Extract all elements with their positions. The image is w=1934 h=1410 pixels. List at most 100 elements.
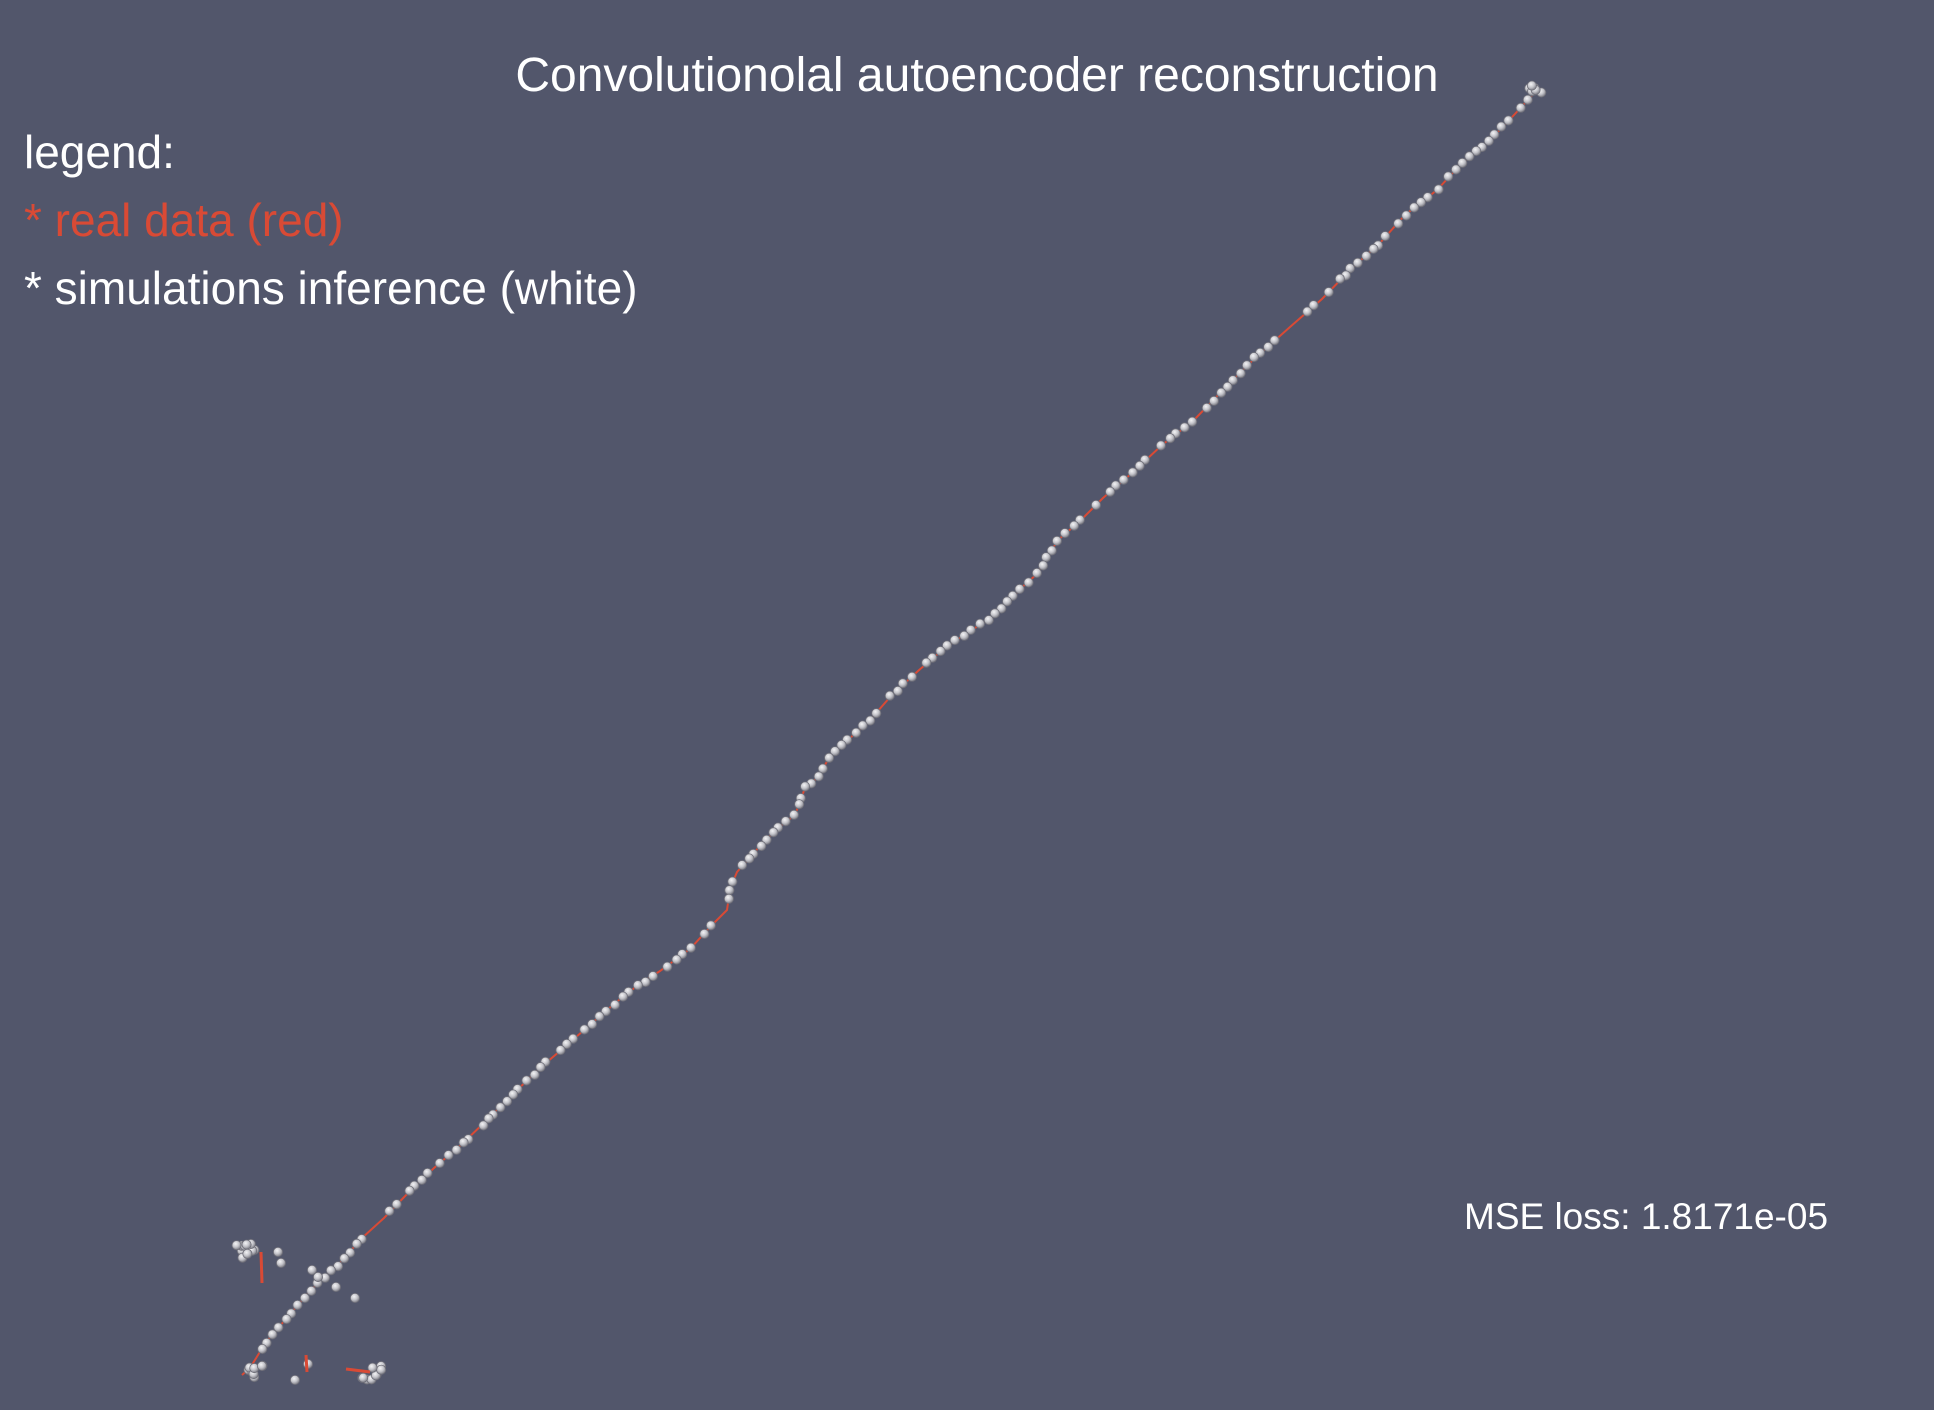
inference-point: [600, 1006, 611, 1017]
legend-real-data: * real data (red): [24, 194, 344, 246]
inference-point: [768, 827, 779, 838]
inference-point: [1464, 151, 1475, 162]
inference-point: [325, 1265, 336, 1276]
inference-point: [242, 1248, 253, 1259]
inference-point: [959, 630, 970, 641]
legend-simulations: * simulations inference (white): [24, 262, 638, 314]
inference-point: [273, 1322, 284, 1333]
inference-point: [921, 657, 932, 668]
inference-point: [662, 961, 673, 972]
inference-point: [587, 1019, 598, 1030]
inference-point: [256, 1361, 267, 1372]
real-data-marks: [259, 1251, 371, 1374]
inference-point: [824, 752, 835, 763]
inference-point: [1522, 94, 1533, 105]
inference-point: [756, 841, 767, 852]
inference-point: [1165, 433, 1176, 444]
inference-point: [483, 1113, 494, 1124]
inference-point: [1503, 115, 1514, 126]
real-data-segment: [259, 1251, 264, 1284]
inference-point: [685, 942, 696, 953]
inference-point: [671, 954, 682, 965]
inference-point: [1308, 300, 1319, 311]
inference-point: [942, 640, 953, 651]
inference-point: [1483, 135, 1494, 146]
inference-point: [391, 1199, 402, 1210]
inference-point: [618, 991, 629, 1002]
inference-point: [1352, 257, 1363, 268]
inference-point: [813, 771, 824, 782]
inference-point: [737, 860, 748, 871]
inference-point: [376, 1364, 387, 1375]
inference-point: [275, 1258, 286, 1269]
real-data-track: [241, 90, 1537, 1376]
inference-point: [794, 799, 805, 810]
inference-point: [949, 635, 960, 646]
inference-point: [1489, 129, 1500, 140]
inference-point: [272, 1247, 283, 1258]
inference-point: [351, 1238, 362, 1249]
inference-point: [892, 686, 903, 697]
inference-point: [1046, 545, 1057, 556]
inference-point: [1023, 577, 1034, 588]
inference-point: [1201, 402, 1212, 413]
inference-point: [267, 1329, 278, 1340]
inference-point: [1263, 341, 1274, 352]
inference-point: [1368, 243, 1379, 254]
inference-point: [257, 1344, 268, 1355]
inference-point: [422, 1168, 433, 1179]
inference-point: [1496, 121, 1507, 132]
inference-point: [1361, 250, 1372, 261]
inference-point: [594, 1011, 605, 1022]
inference-point: [648, 971, 659, 982]
inference-point: [1134, 460, 1145, 471]
inference-point: [312, 1272, 323, 1283]
inference-point: [1416, 197, 1427, 208]
inference-point: [1187, 416, 1198, 427]
inference-point: [1031, 568, 1042, 579]
inference-point: [1249, 352, 1260, 363]
inference-point: [306, 1265, 317, 1276]
inference-point: [1235, 368, 1246, 379]
inference-point: [836, 740, 847, 751]
inference-point: [1059, 528, 1070, 539]
inference-point: [1216, 387, 1227, 398]
legend: legend: * real data (red) * simulations …: [24, 118, 638, 322]
inference-point: [744, 853, 755, 864]
inference-point: [349, 1293, 360, 1304]
inference-point: [281, 1314, 292, 1325]
inference-point: [1401, 210, 1412, 221]
inference-point: [330, 1282, 341, 1293]
inference-point: [1526, 80, 1537, 91]
inference-point: [989, 608, 1000, 619]
inference-point: [857, 720, 868, 731]
inference-point: [529, 1069, 540, 1080]
inference-point: [1014, 584, 1025, 595]
inference-point: [508, 1089, 519, 1100]
inference-point: [699, 928, 710, 939]
inference-point: [521, 1075, 532, 1086]
inference-point: [983, 615, 994, 626]
inference-point: [1118, 474, 1129, 485]
inference-point: [789, 809, 800, 820]
inference-point: [1227, 375, 1238, 386]
inference-point: [1422, 192, 1433, 203]
inference-point: [451, 1144, 462, 1155]
inference-point: [555, 1045, 566, 1056]
inference-point: [1041, 552, 1052, 563]
inference-point: [871, 708, 882, 719]
inference-point: [568, 1033, 579, 1044]
page-title: Convolutionolal autoencoder reconstructi…: [515, 49, 1439, 102]
mse-loss-label: MSE loss: 1.8171e-05: [1464, 1196, 1829, 1237]
inference-point: [1091, 499, 1102, 510]
inference-point: [339, 1253, 350, 1264]
legend-heading: legend:: [24, 126, 175, 178]
inference-point: [367, 1362, 378, 1373]
inference-point: [1105, 486, 1116, 497]
inference-point: [705, 920, 716, 931]
inference-point: [1433, 184, 1444, 195]
inference-point: [1002, 596, 1013, 607]
inference-point: [289, 1375, 300, 1386]
inference-point: [1155, 440, 1166, 451]
inference-point: [1038, 560, 1049, 571]
